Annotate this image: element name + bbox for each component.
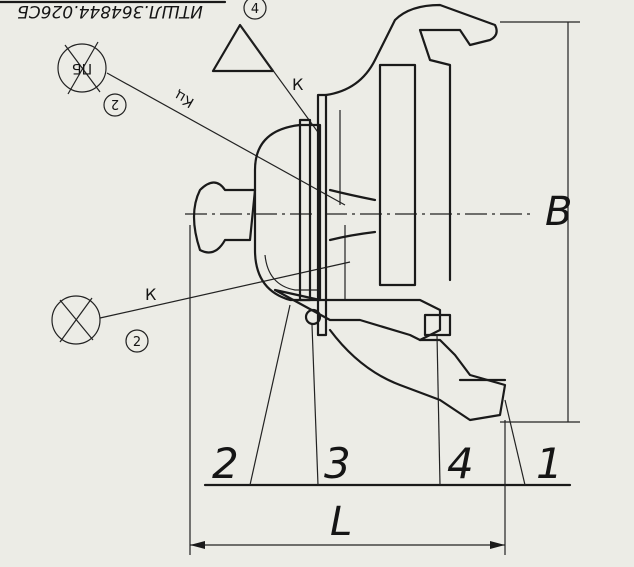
weld-callout-lower-left: 2 К bbox=[51, 261, 351, 353]
part-number-1: 1 bbox=[536, 439, 563, 488]
weld-mark: ПБ bbox=[72, 60, 92, 76]
part-number-4: 4 bbox=[447, 439, 474, 488]
weld-note: Кц bbox=[172, 87, 197, 111]
weld-leg-label: К bbox=[292, 75, 304, 94]
weld-number: 2 bbox=[111, 96, 119, 111]
part-number-2: 2 bbox=[212, 439, 239, 488]
weld-symbol-number: 4 bbox=[251, 2, 259, 17]
weld-callout-upper-left: ПБ 2 Кц bbox=[57, 41, 346, 206]
dimension-b: B bbox=[500, 21, 580, 423]
weld-leg-label: К bbox=[145, 285, 157, 304]
drawing-designation: ИТШЛ.364844.026СБ bbox=[17, 1, 203, 21]
weld-number: 2 bbox=[133, 335, 141, 350]
coupling-section bbox=[185, 3, 530, 422]
title-strip: ИТШЛ.364844.026СБ bbox=[0, 0, 227, 21]
part-number-3: 3 bbox=[324, 439, 351, 488]
weld-callout-top: 4 К bbox=[211, 0, 321, 136]
dimension-l: L bbox=[189, 225, 506, 555]
dimension-b-label: B bbox=[545, 189, 572, 235]
dimension-l-label: L bbox=[330, 499, 352, 545]
part-leaders: 2 3 4 1 bbox=[203, 304, 572, 488]
